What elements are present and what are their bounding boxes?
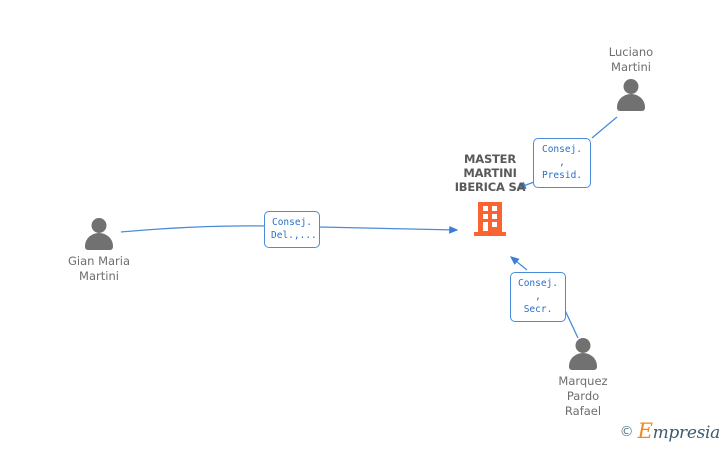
copyright-icon: © [619, 423, 634, 440]
person-name-label: Gian Maria Martini [67, 254, 131, 283]
edge-marquez-to-company-arrow [509, 256, 528, 271]
relation-label-consej-presid[interactable]: Consej. , Presid. [533, 138, 591, 188]
brand-rest: mpresia [652, 423, 721, 443]
brand-wordmark: Empresia [637, 419, 721, 443]
person-node-marquez-pardo-rafael[interactable]: Marquez Pardo Rafael [523, 338, 643, 419]
person-node-gian-maria-martini[interactable]: Gian Maria Martini [39, 218, 159, 284]
relation-label-consej-secr[interactable]: Consej. , Secr. [510, 272, 566, 322]
company-node[interactable]: MASTER MARTINI IBERICA SA [438, 152, 542, 236]
building-icon [474, 202, 506, 236]
person-name-label: Luciano Martini [608, 45, 654, 74]
person-node-luciano-martini[interactable]: Luciano Martini [571, 45, 691, 111]
person-name-label: Marquez Pardo Rafael [558, 374, 608, 418]
empresia-watermark: © Empresia [619, 419, 721, 443]
relation-label-consej-del[interactable]: Consej. Del.,... [264, 211, 320, 248]
company-name: MASTER MARTINI IBERICA SA [454, 152, 526, 194]
edge-luciano-to-label [591, 116, 618, 139]
brand-initial: E [637, 419, 653, 443]
edge-gian-maria-to-company-arrow [318, 225, 459, 234]
person-avatar-icon [82, 218, 116, 250]
person-avatar-icon [614, 79, 648, 111]
person-avatar-icon [566, 338, 600, 370]
